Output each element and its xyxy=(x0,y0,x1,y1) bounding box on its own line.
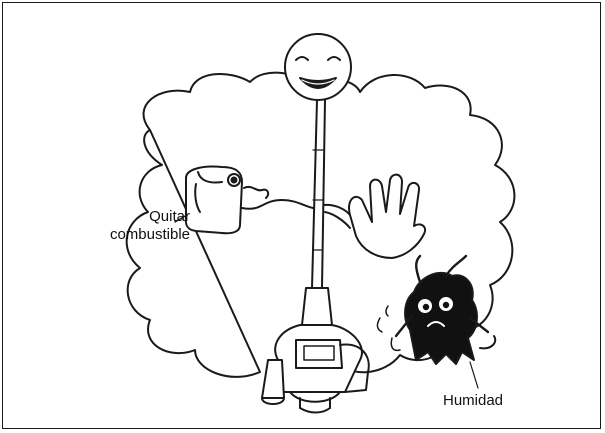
fuel-tube xyxy=(242,200,313,209)
humidity-label-leader xyxy=(470,362,478,388)
remove-fuel-label-line2: combustible xyxy=(80,226,190,244)
smiley-face-icon xyxy=(285,34,351,100)
trimmer-engine-icon xyxy=(262,288,369,413)
trimmer-shaft xyxy=(312,100,325,288)
fuel-can-icon xyxy=(186,167,268,234)
humidity-label: Humidad xyxy=(443,392,503,410)
raised-hand-icon xyxy=(324,175,425,258)
remove-fuel-label: Quitar combustible xyxy=(80,208,190,244)
remove-fuel-label-line1: Quitar xyxy=(80,208,190,226)
moisture-bug-icon xyxy=(377,256,495,364)
